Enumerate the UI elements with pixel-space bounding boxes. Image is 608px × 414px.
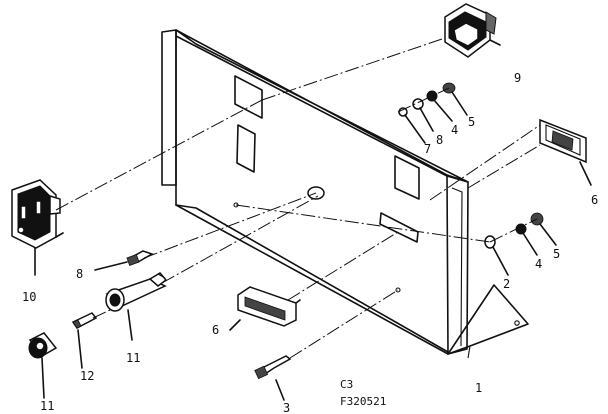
callout-9: 9 [514,71,521,85]
callout-4-lower: 4 [535,257,542,271]
diagram-code-line2: F320521 [340,395,386,408]
receptacle-part-10 [11,179,64,276]
callout-5-upper: 5 [468,115,475,129]
fuse-holder-part-11 [105,272,168,341]
callout-4-upper: 4 [451,123,458,137]
callout-11-left: 11 [40,399,54,413]
callout-7: 7 [424,142,431,156]
callout-1: 1 [475,381,482,395]
screw-part-8-lower [94,250,154,271]
fuse-part-12 [71,312,98,369]
rocker-switch-part-9 [444,3,501,58]
indicator-lens-part-6-upper [539,118,592,186]
callout-10: 10 [22,290,36,304]
diagram-code: C3 F320521 [340,378,386,408]
indicator-light-part-6-lower [229,286,301,331]
control-panel-bracket [161,29,529,359]
callout-6-right: 6 [591,193,598,207]
explode-lines [55,37,541,359]
callout-12: 12 [80,369,94,383]
callout-11-right: 11 [126,351,140,365]
callout-8-lower: 8 [76,267,83,281]
fuse-cap-part-11 [28,332,58,399]
washer-part-4-upper [426,90,438,102]
lower-hardware-set [484,212,557,276]
callout-labels: 1 2 3 4 4 5 5 6 6 7 8 8 9 10 11 11 12 [22,71,598,414]
upper-hardware-set [398,82,468,144]
callout-8-upper: 8 [436,133,443,147]
callout-2: 2 [503,277,510,291]
screw-part-3 [254,355,292,401]
callout-5-lower: 5 [553,247,560,261]
diagram-code-line1: C3 [340,378,353,391]
callout-6-lower: 6 [212,323,219,337]
callout-3: 3 [283,401,290,414]
